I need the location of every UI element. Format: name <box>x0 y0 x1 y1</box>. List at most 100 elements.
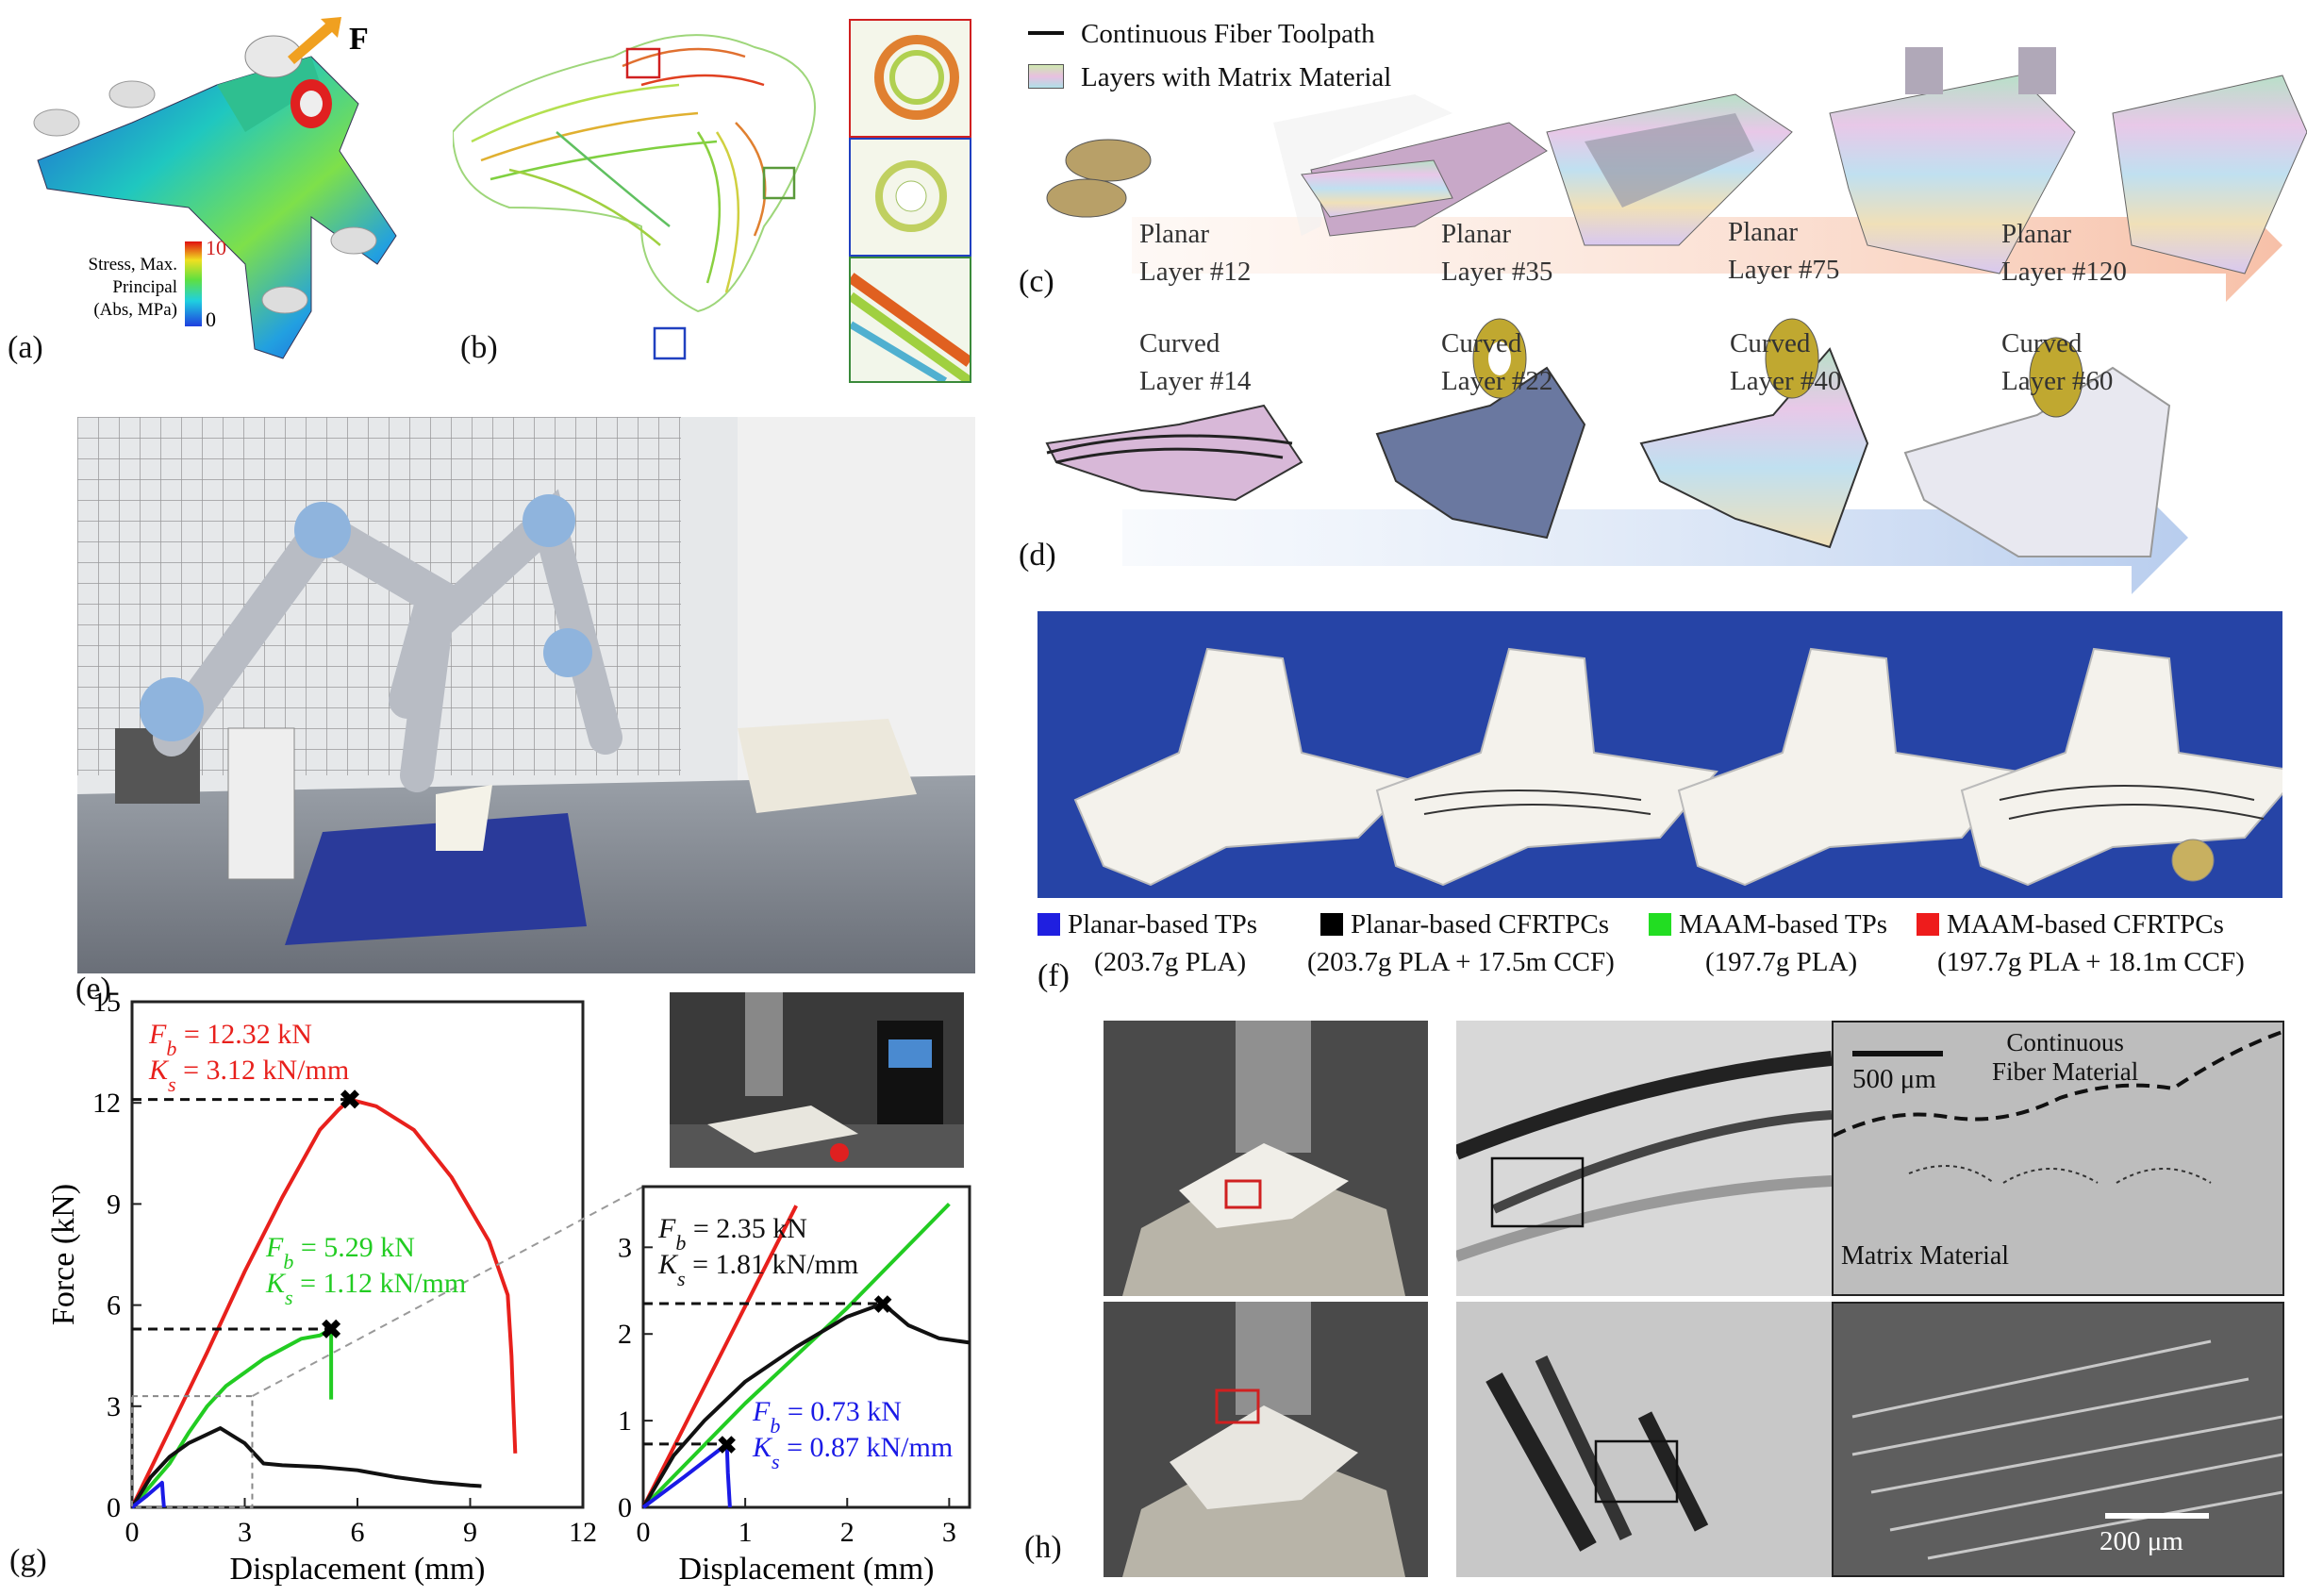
plot-frame <box>641 1185 971 1509</box>
stress-colorbar <box>185 241 202 326</box>
stress-streamline-figure <box>451 34 816 360</box>
panel-f-label: (f) <box>1037 958 1070 993</box>
x-tick-label: 0 <box>125 1517 140 1548</box>
legend-swatch <box>1037 913 1060 936</box>
zoom-inset-red <box>849 19 971 138</box>
matrix-material-label: Matrix Material <box>1841 1241 2010 1271</box>
x-tick-label: 1 <box>739 1517 753 1548</box>
y-tick-label: 6 <box>107 1290 121 1322</box>
robot-photo <box>77 417 975 973</box>
blue-annotation-fb: Fb = 0.73 kN <box>752 1396 902 1438</box>
test-photo-top <box>1104 1021 1428 1296</box>
y-tick-label: 1 <box>618 1405 632 1437</box>
green-annotation-ks: Ks = 1.12 kN/mm <box>265 1268 466 1309</box>
colorbar-min: 0 <box>206 308 216 331</box>
legend-swatch <box>1917 913 1939 936</box>
zoom-inset-green <box>847 257 973 386</box>
stress-simulation-figure: F 10 0 Stress, Max. Principal (Abs, MPa) <box>33 17 397 359</box>
legend-maam-tps: MAAM-based TPs <box>1649 909 1887 940</box>
panel-b-label: (b) <box>460 330 498 365</box>
series-line-0 <box>130 1097 518 1508</box>
legend-planar-cfrtpcs-sub: (203.7g PLA + 17.5m CCF) <box>1307 947 1615 977</box>
legend-swatch <box>1649 913 1671 936</box>
legend-planar-tps-sub: (203.7g PLA) <box>1094 947 1247 977</box>
panel-c-label: (c) <box>1019 264 1054 299</box>
panel-g-label: (g) <box>9 1543 47 1578</box>
series-line-0 <box>641 1205 798 1508</box>
peak-marker: ✖ <box>339 1087 360 1116</box>
panel-a: F 10 0 Stress, Max. Principal (Abs, MPa)… <box>0 0 406 396</box>
y-tick-label: 0 <box>618 1492 632 1523</box>
y-axis-label: Force (kN) <box>46 1184 81 1325</box>
x-tick-label: 2 <box>840 1517 855 1548</box>
x-axis-label: Displacement (mm) <box>230 1552 486 1587</box>
zoom-box-green <box>762 166 796 200</box>
continuous-fiber-label: Continuous Fiber Material <box>1992 1028 2139 1086</box>
y-tick-label: 9 <box>107 1189 121 1220</box>
series-line-3 <box>130 1480 166 1509</box>
red-annotation-fb: Fb = 12.32 kN <box>148 1019 312 1060</box>
panel-h-label: (h) <box>1024 1530 1062 1565</box>
test-machine-photo <box>670 992 964 1168</box>
x-tick-label: 12 <box>569 1517 597 1548</box>
y-tick-label: 2 <box>618 1319 632 1350</box>
series-line-1 <box>130 1326 334 1509</box>
x-tick-label: 3 <box>942 1517 956 1548</box>
peak-marker: ✖ <box>320 1316 341 1345</box>
fracture-closeup-bottom <box>1456 1302 1832 1577</box>
colorbar-max: 10 <box>206 236 226 259</box>
zoom-region-box <box>131 1395 254 1508</box>
planar-layer-renderings <box>1046 47 2307 302</box>
panel-c: Continuous Fiber Toolpath Layers with Ma… <box>1019 0 2307 311</box>
sem-scale-label-bottom: 200 μm <box>2100 1526 2183 1556</box>
series-line-1 <box>641 1202 951 1509</box>
panel-e-label: (e) <box>75 972 111 1006</box>
red-annotation-ks: Ks = 3.12 kN/mm <box>148 1055 349 1096</box>
x-axis-label: Displacement (mm) <box>679 1552 935 1587</box>
colorbar-title-2: Principal <box>112 277 177 297</box>
panel-b: (b) <box>451 0 981 396</box>
peak-marker: ✖ <box>717 1432 738 1459</box>
force-label: F <box>349 22 369 57</box>
printed-parts-photo <box>1037 611 2282 898</box>
x-tick-label: 0 <box>637 1517 651 1548</box>
black-annotation-ks: Ks = 1.81 kN/mm <box>657 1249 858 1290</box>
sem-image-bottom: 200 μm <box>1832 1302 2284 1577</box>
legend-swatch <box>1320 913 1343 936</box>
legend-fiber: Continuous Fiber Toolpath <box>1028 19 1375 50</box>
series-line-2 <box>641 1302 971 1509</box>
scale-bar <box>1852 1051 1943 1056</box>
force-arrow-icon <box>288 17 341 64</box>
robot-scene <box>77 417 975 973</box>
green-annotation-fb: Fb = 5.29 kN <box>265 1232 415 1273</box>
y-tick-label: 15 <box>92 987 121 1018</box>
black-annotation-fb: Fb = 2.35 kN <box>657 1213 807 1255</box>
legend-matrix: Layers with Matrix Material <box>1028 62 1391 93</box>
legend-maam-cfrtpcs-sub: (197.7g PLA + 18.1m CCF) <box>1937 947 2245 977</box>
legend-maam-tps-sub: (197.7g PLA) <box>1705 947 1858 977</box>
scale-bar <box>2105 1513 2209 1519</box>
y-tick-label: 0 <box>107 1492 121 1523</box>
legend-planar-cfrtpcs: Planar-based CFRTPCs <box>1320 909 1609 940</box>
colorbar-title-3: (Abs, MPa) <box>93 300 177 320</box>
panel-d-label: (d) <box>1019 538 1056 573</box>
x-tick-label: 6 <box>351 1517 365 1548</box>
fracture-closeup-top <box>1456 1021 1832 1296</box>
x-tick-label: 3 <box>238 1517 252 1548</box>
x-tick-label: 9 <box>463 1517 477 1548</box>
y-tick-label: 3 <box>107 1391 121 1422</box>
y-tick-label: 12 <box>92 1088 121 1119</box>
test-photo-bottom <box>1104 1302 1428 1577</box>
panel-a-label: (a) <box>8 330 43 365</box>
sem-image-top: 500 μm Continuous Fiber Material Matrix … <box>1832 1021 2284 1296</box>
